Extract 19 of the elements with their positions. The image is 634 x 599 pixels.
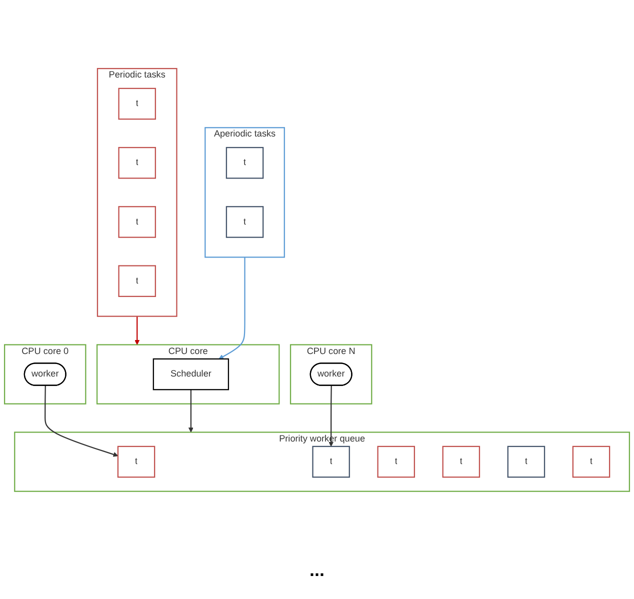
arrow <box>218 257 246 360</box>
node-box: t <box>118 265 156 298</box>
node-box: t <box>226 147 264 179</box>
arrow <box>188 390 194 433</box>
node-box: t <box>118 206 156 238</box>
node-box: t <box>442 446 480 478</box>
arrow <box>134 316 140 345</box>
arrow <box>44 386 118 457</box>
node-box: t <box>572 446 610 478</box>
node-box: t <box>117 446 156 478</box>
node-box: Scheduler <box>152 358 230 390</box>
ellipsis-label: ... <box>309 560 324 580</box>
node-box: t <box>226 206 264 238</box>
arrow <box>328 386 334 447</box>
node-box: t <box>377 446 415 478</box>
node-box: t <box>118 147 156 179</box>
node-box: t <box>118 88 156 120</box>
node-box: t <box>312 446 350 478</box>
node-box: t <box>507 446 546 478</box>
